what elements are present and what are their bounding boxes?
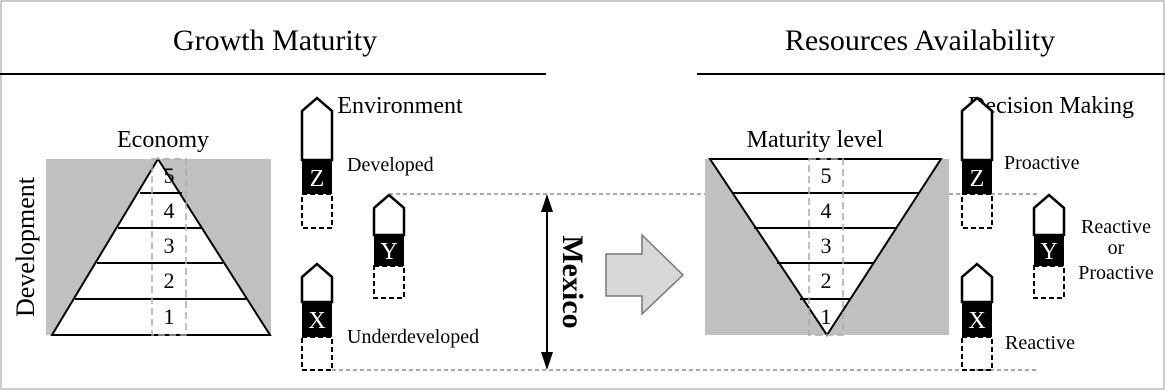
reactive-label: Reactive — [1005, 332, 1075, 354]
resources-availability-heading: Resources Availability — [785, 24, 1055, 57]
economy-level-1: 1 — [164, 304, 175, 329]
economy-level-column — [151, 158, 187, 336]
marker-x-right-letter: X — [968, 308, 985, 334]
reactive-or-proactive-line3: Proactive — [1078, 262, 1154, 284]
marker-y-right: Y — [1032, 193, 1066, 299]
marker-z-left-letter: Z — [310, 166, 325, 192]
maturity-level-2: 2 — [821, 268, 832, 293]
maturity-level-4: 4 — [821, 198, 832, 223]
marker-z-left: Z — [300, 96, 334, 229]
underdeveloped-label: Underdeveloped — [347, 326, 479, 348]
growth-maturity-heading: Growth Maturity — [173, 24, 377, 57]
maturity-level-5: 5 — [821, 163, 832, 188]
decision-making-label: Decision Making — [968, 93, 1134, 119]
development-axis-label: Development — [11, 176, 40, 317]
economy-label: Economy — [117, 127, 209, 153]
economy-level-5: 5 — [164, 163, 175, 188]
marker-y-left-letter: Y — [380, 239, 397, 265]
marker-z-right: Z — [960, 96, 994, 229]
economy-level-3: 3 — [164, 233, 175, 258]
reactive-or-proactive-line2: or — [1108, 237, 1125, 259]
economy-level-2: 2 — [164, 268, 175, 293]
maturity-level-column — [808, 158, 844, 336]
marker-y-left: Y — [372, 193, 406, 299]
maturity-level-3: 3 — [821, 233, 832, 258]
maturity-level-label: Maturity level — [747, 127, 884, 153]
developed-label: Developed — [347, 154, 434, 176]
environment-label: Environment — [337, 93, 463, 119]
marker-z-right-letter: Z — [970, 166, 985, 192]
economy-pyramid-levels — [75, 192, 246, 300]
maturity-level-1: 1 — [821, 304, 832, 329]
marker-x-left: X — [300, 262, 334, 371]
mexico-label: Mexico — [556, 235, 589, 328]
mexico-range-arrow — [541, 194, 553, 370]
proactive-label: Proactive — [1004, 152, 1080, 174]
maturity-pyramid-levels — [732, 192, 919, 300]
marker-x-right: X — [960, 262, 994, 371]
marker-y-right-letter: Y — [1040, 239, 1057, 265]
marker-x-left-letter: X — [308, 308, 325, 334]
transition-arrow — [605, 233, 685, 316]
reactive-or-proactive-line1: Reactive — [1081, 216, 1151, 238]
economy-level-4: 4 — [164, 198, 175, 223]
